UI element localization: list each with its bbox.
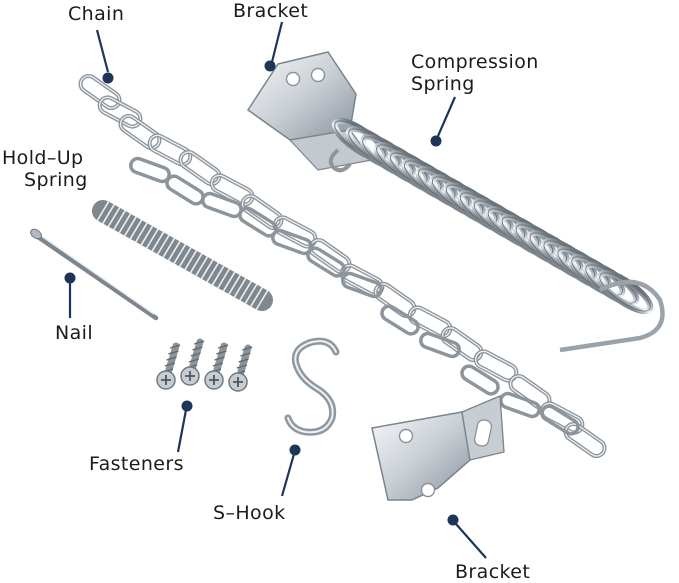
phillips-cross — [233, 377, 243, 387]
holdup-spring-coil — [205, 261, 220, 283]
holdup-spring-coil — [156, 234, 170, 256]
screw-thread — [242, 346, 253, 351]
screw-thread — [214, 356, 225, 361]
chain-link — [306, 246, 346, 278]
phillips-cross — [185, 371, 195, 381]
holdup-spring-coil — [162, 237, 176, 259]
chain-link-shine — [79, 75, 121, 109]
screw-thread — [164, 362, 175, 367]
holdup-spring-coil — [216, 268, 231, 289]
holdup-spring-label-line1: Hold–Up — [2, 147, 84, 169]
s-hook-label: S–Hook — [213, 502, 286, 524]
spring-rod-end — [559, 279, 665, 353]
screw-thread — [170, 344, 181, 349]
phillips-cross — [161, 375, 171, 385]
chain-link — [563, 421, 607, 459]
holdup-spring-coil — [96, 200, 110, 222]
holdup-spring-coil — [211, 265, 225, 286]
holdup-spring-coil — [134, 222, 149, 243]
screw-thread — [190, 352, 201, 357]
spring-end-hook — [328, 148, 352, 173]
screw-thread — [236, 364, 247, 369]
compression-spring-part — [331, 117, 654, 315]
holdup-spring-coil — [227, 274, 242, 296]
holdup-spring-coil — [101, 203, 116, 225]
holdup-spring-coil — [112, 209, 127, 231]
compression-spring-label-line1: Compression — [411, 51, 539, 73]
chain-label: Chain — [68, 3, 125, 25]
holdup-spring-coil — [167, 240, 181, 262]
holdup-spring-coil — [200, 258, 214, 280]
chain-link — [240, 193, 284, 231]
holdup-spring-coil — [184, 249, 198, 271]
chain-link-shine — [210, 174, 254, 206]
bracket-top-part — [246, 51, 374, 171]
fasteners-label: Fasteners — [89, 453, 184, 475]
chain-link — [129, 156, 171, 184]
holdup-spring-coil — [173, 243, 187, 265]
chain-link — [341, 271, 383, 299]
screw-thread — [212, 362, 223, 367]
holdup-spring-coil — [118, 212, 132, 234]
screw-thread — [166, 356, 177, 361]
chain-link-shine — [148, 134, 192, 166]
phillips-cross — [209, 375, 219, 385]
fasteners-part — [156, 338, 253, 392]
chain-link-shine — [119, 115, 161, 149]
screw-thread — [216, 350, 227, 355]
holdup-spring-label-line2: Spring — [24, 169, 88, 191]
bracket-bottom-label: Bracket — [455, 561, 531, 583]
chain-link — [419, 331, 461, 359]
holdup-spring-coil — [233, 277, 247, 299]
nail-label: Nail — [55, 322, 94, 344]
screw-thread — [238, 358, 249, 363]
holdup-spring-coil — [151, 231, 165, 253]
holdup-spring-coil — [107, 206, 121, 228]
chain-link — [380, 304, 420, 336]
holdup-spring-coil — [129, 219, 143, 240]
holdup-spring-coil — [178, 246, 192, 268]
chain-link — [460, 364, 500, 396]
holdup-spring-coil — [244, 283, 258, 305]
holdup-spring-coil — [189, 252, 203, 274]
screw-thread — [192, 346, 203, 351]
screw-thread — [194, 340, 205, 345]
bracket-top-label: Bracket — [233, 0, 309, 22]
bracket-bottom-part — [371, 395, 505, 501]
chain-part — [78, 73, 607, 459]
holdup-spring-coil — [140, 225, 154, 246]
chain-link-shine — [179, 151, 221, 185]
compression-spring-label-line2: Spring — [411, 73, 475, 95]
holdup-spring-coil — [249, 286, 264, 308]
screw-thread — [218, 344, 229, 349]
nail-part — [30, 228, 159, 321]
holdup-spring-body — [92, 200, 273, 311]
chain-link-shine — [408, 306, 452, 338]
chain-link-shine — [241, 195, 283, 229]
holdup-spring-coil — [123, 215, 138, 237]
holdup-spring-coil — [255, 289, 269, 311]
screw-thread — [240, 352, 251, 357]
holdup-spring-coil — [238, 280, 253, 302]
chain-link — [540, 404, 580, 436]
chain-link-shine — [564, 423, 606, 457]
screw-thread — [168, 350, 179, 355]
chain-link — [271, 228, 313, 256]
s-hook-highlight — [287, 340, 337, 434]
holdup-spring-coil — [195, 255, 209, 277]
leader-lines — [64, 21, 487, 559]
chain-link — [499, 391, 541, 419]
holdup-spring-coil — [222, 271, 236, 292]
holdup-spring-coil — [145, 228, 160, 250]
holdup-spring-part — [92, 200, 273, 311]
screw-thread — [188, 358, 199, 363]
